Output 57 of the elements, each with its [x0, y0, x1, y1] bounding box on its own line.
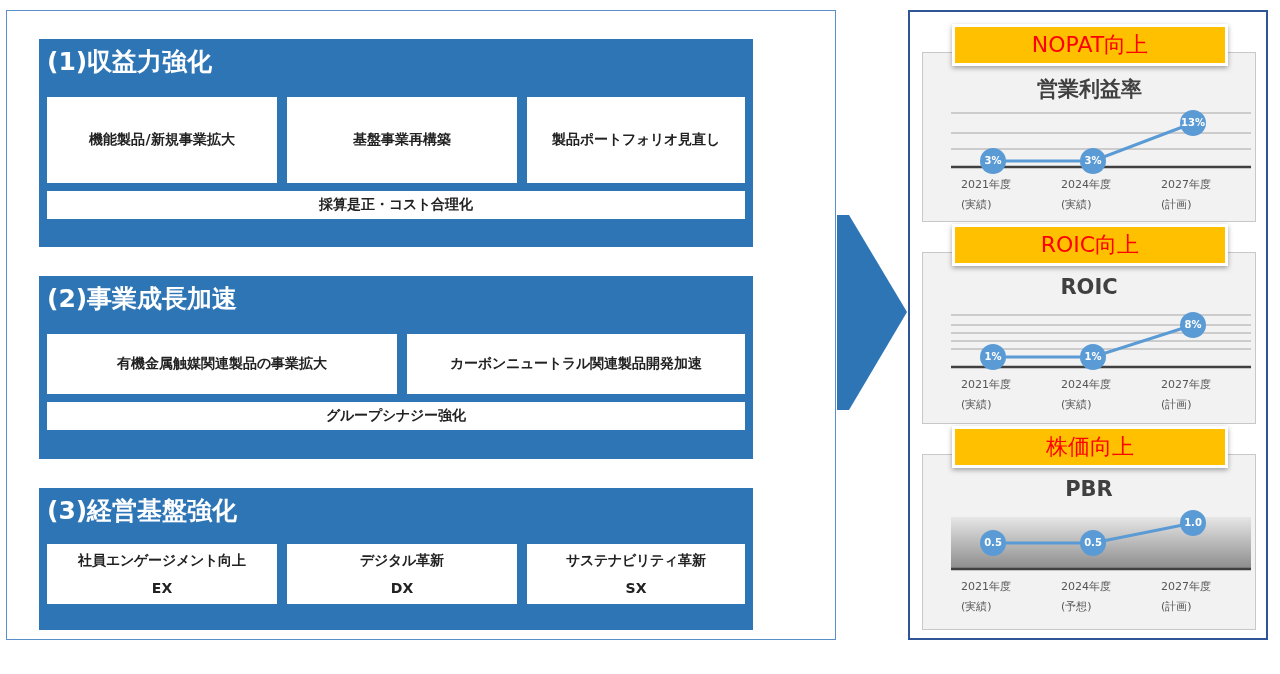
group-title: (3)経営基盤強化 — [47, 495, 238, 527]
measure-box — [47, 97, 277, 183]
measure-text: サステナビリティ革新 — [566, 552, 706, 570]
measure-box — [407, 334, 745, 394]
measure-text: 社員エンゲージメント向上 — [78, 552, 246, 570]
chart-title: ROIC — [1059, 275, 1119, 299]
measure-code: SX — [625, 580, 647, 596]
data-point-label: 1% — [1080, 344, 1106, 370]
axis-label: 2024年度 (予想) — [1060, 579, 1112, 615]
panel-frame — [908, 10, 1268, 640]
measure-text: 採算是正・コスト合理化 — [319, 196, 473, 214]
goal-banner — [952, 426, 1228, 468]
measure-box — [527, 544, 745, 604]
data-point-label: 1.0 — [1180, 510, 1206, 536]
measure-text: 製品ポートフォリオ見直し — [552, 131, 720, 149]
data-point-label: 1% — [980, 344, 1006, 370]
measure-text: グループシナジー強化 — [326, 407, 466, 425]
measure-text: カーボンニュートラル関連製品開発加速 — [450, 355, 702, 373]
data-point-label: 3% — [1080, 148, 1106, 174]
goal-text: 株価向上 — [1046, 434, 1134, 459]
data-point-label: 13% — [1180, 110, 1206, 136]
measure-box — [47, 334, 397, 394]
goal-text: ROIC向上 — [1040, 232, 1140, 257]
measure-text: デジタル革新 — [360, 552, 444, 570]
measure-box — [47, 191, 745, 219]
goal-text: NOPAT向上 — [1031, 32, 1149, 57]
measure-text: 機能製品/新規事業拡大 — [89, 131, 235, 149]
axis-label: 2027年度 (計画) — [1160, 377, 1212, 413]
axis-label: 2021年度 (実績) — [960, 377, 1012, 413]
measure-code: EX — [151, 580, 173, 596]
data-point-label: 8% — [1180, 312, 1206, 338]
measure-box — [47, 402, 745, 430]
category-panel — [39, 488, 753, 630]
panel-frame — [6, 10, 836, 640]
measure-box — [287, 97, 517, 183]
axis-label: 2021年度 (実績) — [960, 177, 1012, 213]
chart-title: PBR — [1064, 477, 1114, 501]
axis-label: 2027年度 (計画) — [1160, 177, 1212, 213]
measure-box — [47, 544, 277, 604]
category-panel — [39, 39, 753, 247]
measure-box — [287, 544, 517, 604]
measure-text: 有機金属触媒関連製品の事業拡大 — [117, 355, 327, 373]
measure-box — [527, 97, 745, 183]
axis-label: 2024年度 (実績) — [1060, 377, 1112, 413]
group-title: (2)事業成長加速 — [47, 283, 238, 315]
axis-label: 2024年度 (実績) — [1060, 177, 1112, 213]
measure-code: DX — [390, 580, 414, 596]
chevron-arrow — [837, 215, 907, 410]
axis-label: 2021年度 (実績) — [960, 579, 1012, 615]
category-panel — [39, 276, 753, 459]
group-title: (1)収益力強化 — [47, 46, 213, 78]
axis-label: 2027年度 (計画) — [1160, 579, 1212, 615]
goal-banner — [952, 24, 1228, 66]
chart-title: 営業利益率 — [1035, 76, 1143, 103]
measure-text: 基盤事業再構築 — [353, 131, 451, 149]
data-point-label: 3% — [980, 148, 1006, 174]
goal-banner — [952, 224, 1228, 266]
